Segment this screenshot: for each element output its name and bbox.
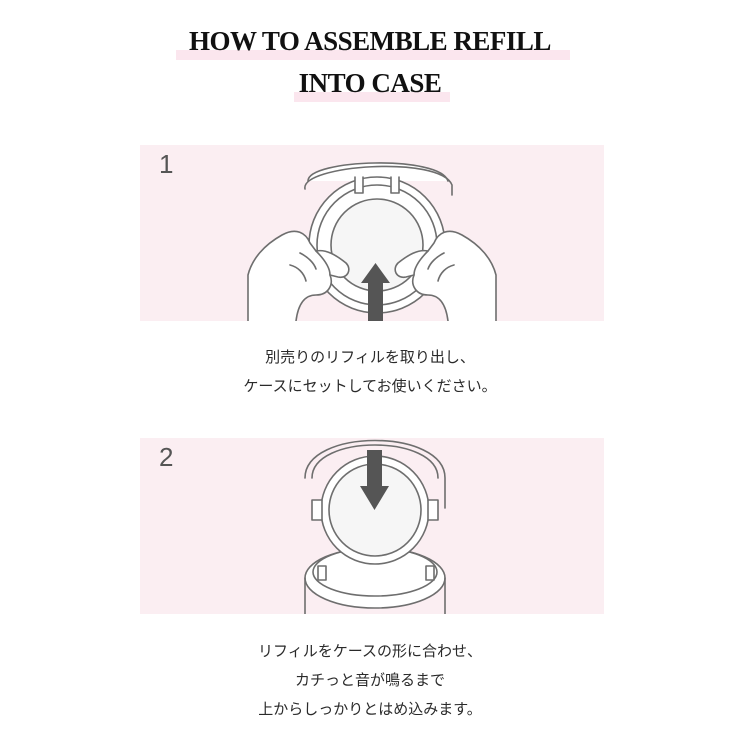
arrow-down-icon <box>360 450 389 510</box>
step-2-panel: 2 <box>140 438 604 614</box>
title-highlight <box>176 50 570 60</box>
step-2-number: 2 <box>159 442 174 472</box>
step-1-caption-line-2: ケースにセットしてお使いください。 <box>243 377 497 395</box>
step-1-caption-line-1: 別売りのリフィルを取り出し、 <box>265 348 475 366</box>
step-2-caption-line-1: リフィルをケースの形に合わせ、 <box>258 642 482 660</box>
title-highlight <box>294 92 450 102</box>
step-2-caption-line-3: 上からしっかりとはめ込みます。 <box>258 700 482 718</box>
step-1-panel: 1 <box>140 145 604 321</box>
step-2-caption-line-2: カチっと音が鳴るまで <box>294 671 445 689</box>
page-title-line-2: INTO CASE <box>298 68 442 98</box>
arrow-up-icon <box>361 263 390 321</box>
step-1-number: 1 <box>159 149 174 179</box>
refill-into-case-icon <box>304 439 446 614</box>
hands-lift-refill-icon <box>247 162 497 321</box>
page-title-line-1: HOW TO ASSEMBLE REFILL <box>189 26 551 56</box>
